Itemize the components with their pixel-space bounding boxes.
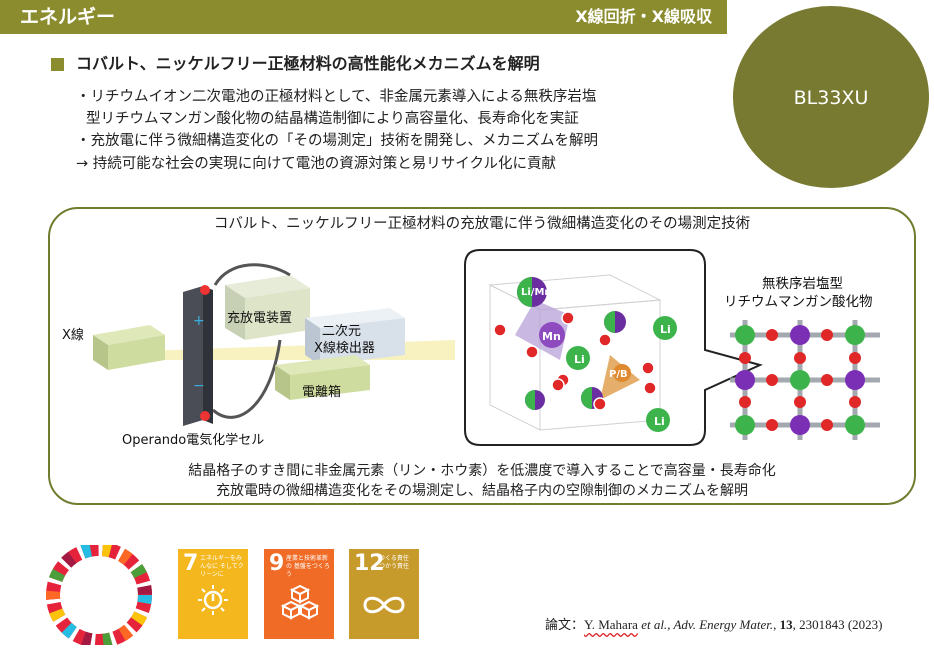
citation-journal: , Adv. Energy Mater. xyxy=(667,617,774,632)
zoom-callout xyxy=(464,249,763,446)
atom-li-mn xyxy=(517,277,547,307)
crystal-structure-figure xyxy=(464,249,880,446)
cable xyxy=(213,263,291,286)
sdg-tile-9: 9 産業と技術革新の 基盤をつくろう xyxy=(264,549,334,639)
technique-label: X線回折・X線吸収 xyxy=(575,7,712,26)
sdg-text: 産業と技術革新の 基盤をつくろう xyxy=(286,555,330,578)
summary-line-1: 結晶格子のすき間に非金属元素（リン・ホウ素）を低濃度で導入することで高容量・長寿… xyxy=(188,463,776,479)
oxygen-atoms xyxy=(493,311,657,411)
citation-rest: , 2301843 (2023) xyxy=(792,617,883,632)
charger-box xyxy=(225,275,310,340)
label-structure-1: 無秩序岩塩型 xyxy=(762,276,843,292)
atom-label-li: Li xyxy=(660,323,671,336)
sdg-number: 12 xyxy=(354,551,385,576)
sdg-number: 7 xyxy=(183,551,199,576)
page-title: コバルト、ニッケルフリー正極材料の高性能化メカニズムを解明 xyxy=(76,54,540,73)
sun-power-icon xyxy=(198,585,228,615)
atom-li xyxy=(653,316,677,340)
citation-etal: et al. xyxy=(637,617,668,632)
label-charger: 充放電装置 xyxy=(227,311,293,326)
infinity-icon xyxy=(363,596,405,614)
bullet-line-3: ・充放電に伴う微細構造変化の「その場測定」技術を開発し、メカニズムを解明 xyxy=(76,133,598,149)
atom-label-li-mn: Li/Mn xyxy=(521,287,552,298)
header-band xyxy=(0,0,727,34)
beamline-label: BL33XU xyxy=(793,87,869,109)
atom-li xyxy=(566,346,590,370)
atom-label-mn: Mn xyxy=(542,330,561,343)
citation: 論文：Y. Mahara et al., Adv. Energy Mater.,… xyxy=(545,617,883,632)
detector-box xyxy=(305,308,405,365)
sdg-number: 9 xyxy=(269,551,285,576)
title-bullet-square xyxy=(51,58,64,71)
bullet-line-2: 型リチウムマンガン酸化物の結晶構造制御により高容量化、長寿命化を実証 xyxy=(86,111,579,127)
atom-li-mn xyxy=(525,390,545,410)
sdg-tile-7: 7 エネルギーをみんなに そしてクリーンに xyxy=(178,549,248,639)
citation-prefix: 論文： xyxy=(545,617,585,632)
bullet-line-4: → 持続可能な社会の実現に向けて電池の資源対策と易リサイクル化に貢献 xyxy=(76,156,557,172)
label-detector-1: 二次元 xyxy=(322,324,362,339)
label-operando-cell: Operando電気化学セル xyxy=(122,433,265,448)
atom-label-li: Li xyxy=(574,353,585,366)
atom-li xyxy=(646,408,670,432)
atom-pb xyxy=(613,364,631,382)
panel-heading: コバルト、ニッケルフリー正極材料の充放電に伴う微細構造変化のその場測定技術 xyxy=(213,216,751,232)
x-ray-source-box xyxy=(93,325,165,370)
beamline-badge xyxy=(733,6,929,188)
sdg-tile-12: 12 つくる責任 つかう責任 xyxy=(349,549,419,639)
sdg-text: つくる責任 つかう責任 xyxy=(379,555,410,570)
sdgs-wheel-icon xyxy=(46,545,152,645)
label-x-ray: X線 xyxy=(62,328,84,343)
summary-line-2: 充放電時の微細構造変化をその場測定し、結晶格子内の空隙制御のメカニズムを解明 xyxy=(216,483,748,499)
cable xyxy=(211,339,282,419)
lattice-model xyxy=(730,320,880,440)
setup-diagram: + − xyxy=(93,263,455,426)
citation-volume: 13 xyxy=(779,617,793,632)
bullet-line-1: ・リチウムイオン二次電池の正極材料として、非金属元素導入による無秩序岩塩 xyxy=(76,89,597,105)
ionization-chamber-box xyxy=(275,355,370,400)
cubes-icon xyxy=(280,584,320,620)
atom-mn xyxy=(539,322,565,348)
label-detector-2: X線検出器 xyxy=(314,341,375,356)
category-label: エネルギー xyxy=(20,6,116,28)
atom-li-mn xyxy=(604,311,626,333)
svg-text:−: − xyxy=(193,378,205,394)
svg-text:+: + xyxy=(193,313,205,329)
atom-label-pb: P/B xyxy=(609,369,628,380)
label-ionization-chamber: 電離箱 xyxy=(302,385,342,400)
sdg-text: エネルギーをみんなに そしてクリーンに xyxy=(200,555,244,578)
label-structure-2: リチウムマンガン酸化物 xyxy=(724,294,873,310)
citation-authors: Y. Mahara xyxy=(584,617,638,632)
operando-cell: + − xyxy=(183,285,213,426)
atom-label-li: Li xyxy=(654,415,665,428)
